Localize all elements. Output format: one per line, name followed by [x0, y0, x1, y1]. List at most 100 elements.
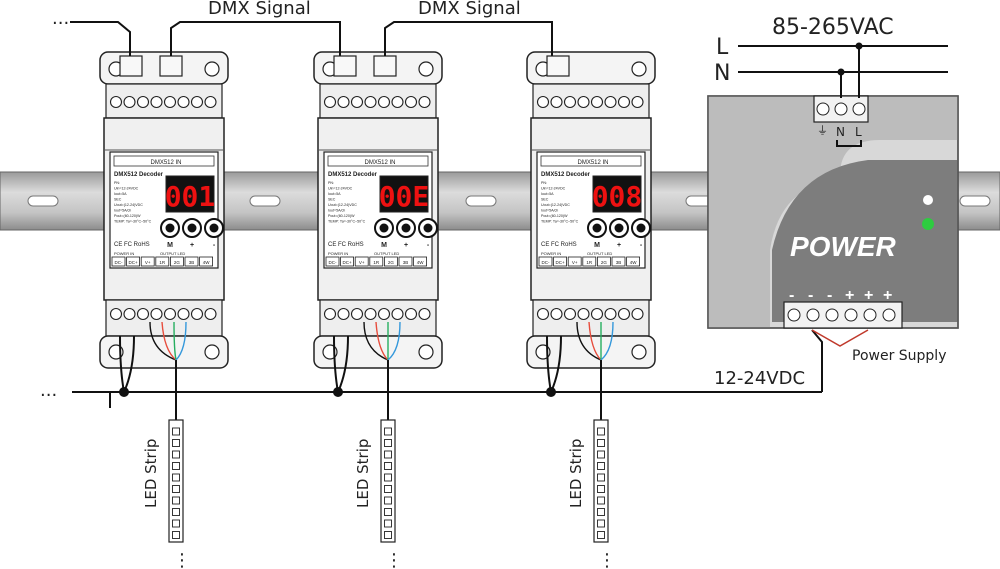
led-strip-1: LED Strip⋮: [142, 419, 191, 569]
led-chip: [384, 439, 392, 447]
decoder-terminal-label: 4W: [630, 260, 638, 265]
ps-out-sign-4: +: [845, 287, 854, 304]
led-chip: [597, 462, 605, 470]
decoder-button-center: [592, 223, 602, 233]
decoder-spec-line: TEMP: Ta=-30°C~50°C: [328, 220, 366, 224]
upper-terminal-screw: [350, 95, 364, 109]
ps-out-sign-6: +: [883, 287, 892, 304]
decoder-spec-line: Iout=5A: [328, 192, 341, 196]
decoder-spec-line: Iout=5A: [114, 192, 127, 196]
decoder-output-led-label: OUTPUT LED: [587, 251, 612, 256]
upper-terminal-screw: [404, 95, 418, 109]
lower-terminal-screw: [604, 307, 617, 321]
decoder-cert-text: CE FC RoHS: [541, 242, 577, 248]
decoder-button-center: [614, 223, 624, 233]
bus-voltage-label: 12-24VDC: [714, 368, 805, 389]
decoder-power-in-label: POWER IN: [114, 251, 134, 256]
led-chip: [172, 450, 180, 459]
decoder-terminal-label: V+: [145, 260, 151, 265]
lower-terminal-screw: [631, 307, 644, 321]
decoder-terminal-label: V+: [572, 260, 578, 265]
led-output-wires: [149, 321, 614, 420]
line-n-label: N: [714, 61, 730, 86]
decoder-spec-line: Iout=5A/ch: [114, 209, 131, 213]
lower-terminal-screw: [337, 307, 350, 321]
decoder-spec-line: Pout=(60-120)W: [328, 214, 355, 218]
ps-input-terminals: [813, 95, 869, 147]
decoder-display: [592, 175, 642, 213]
ps-output-terminals: [783, 301, 903, 329]
upper-terminal-screw: [190, 95, 204, 109]
upper-terminal-screw: [337, 95, 350, 109]
upper-terminal-screw: [563, 95, 577, 109]
led-chip: [172, 439, 180, 447]
led-chip: [172, 462, 180, 470]
led-strip-dots: ⋮: [385, 550, 403, 569]
upper-terminal-screw: [163, 95, 177, 109]
ps-out-sign-2: -: [808, 287, 813, 304]
ps-title: POWER: [790, 231, 897, 262]
decoder-power-taps: [119, 335, 562, 397]
decoder-button-label: +: [617, 242, 621, 249]
lower-terminal-screw: [177, 307, 190, 321]
dots-top-left: ...: [52, 8, 69, 29]
decoder-terminal-label: 3B: [403, 260, 409, 265]
led-chip: [597, 450, 605, 459]
ps-indicator-green: [922, 218, 934, 230]
upper-terminal-screw: [418, 95, 431, 109]
lower-terminal-screw: [163, 307, 177, 321]
lower-terminal-screw: [136, 307, 150, 321]
decoder-button-label: +: [404, 242, 408, 249]
decoder-spec-line: PN:: [328, 181, 334, 185]
led-chip: [384, 427, 392, 436]
ps-out-sign-1: -: [789, 287, 794, 304]
decoder-terminal-label: DC-: [115, 260, 123, 265]
led-strip-3: LED Strip⋮: [567, 419, 616, 569]
decoder-spec-line: SEC: [328, 198, 336, 202]
decoder-display: [165, 175, 215, 213]
decoder-output-led-label: OUTPUT LED: [374, 251, 399, 256]
decoder-terminal-label: DC+: [556, 260, 565, 265]
led-chip: [384, 462, 392, 470]
ps-out-sign-5: +: [864, 287, 873, 304]
lower-terminal-screw: [404, 307, 418, 321]
lower-terminal-screw: [350, 307, 364, 321]
lower-terminal-screw: [109, 307, 123, 321]
decoder-power-in-label: POWER IN: [328, 251, 348, 256]
decoder-model-text: DMX512 Decoder: [541, 172, 591, 178]
lower-terminal-screw: [204, 307, 217, 321]
decoder-top-label: DMX512 IN: [577, 160, 608, 166]
decoder-top-label: DMX512 IN: [364, 160, 395, 166]
led-chip: [597, 508, 605, 516]
led-chip: [597, 485, 605, 493]
decoder-terminal-label: 1R: [373, 260, 380, 265]
led-chip: [384, 485, 392, 493]
lower-terminal-screw: [617, 307, 631, 321]
decoder-top-label: DMX512 IN: [150, 160, 181, 166]
lower-terminal-screw: [536, 307, 550, 321]
decoder-terminal-label: 1R: [159, 260, 166, 265]
lower-terminal-screw: [577, 307, 590, 321]
upper-terminal-screw: [136, 95, 150, 109]
lower-terminal-screw: [150, 307, 163, 321]
led-chip: [384, 531, 392, 539]
supply-voltage-label: 85-265VAC: [772, 15, 894, 40]
decoder-terminal-label: V+: [359, 260, 365, 265]
decoder-button-label: -: [213, 242, 216, 249]
upper-terminal-screw: [109, 95, 123, 109]
lower-terminal-screw: [418, 307, 431, 321]
decoder-button-label: -: [427, 242, 430, 249]
dmx-wiring: [70, 21, 570, 77]
decoder-terminal-label: DC-: [329, 260, 337, 265]
decoder-button-label: M: [594, 242, 600, 249]
led-strip-dots: ⋮: [598, 550, 616, 569]
decoder-power-in-label: POWER IN: [541, 251, 561, 256]
decoder-spec-line: Uin=12-24VDC: [328, 187, 353, 191]
decoder-button-center: [401, 223, 411, 233]
decoder-spec-line: Uout=(12-24)VDC: [541, 203, 570, 207]
upper-terminal-screw: [536, 95, 550, 109]
decoder-spec-line: Iout=5A/ch: [541, 209, 558, 213]
lower-terminal-screw: [590, 307, 604, 321]
